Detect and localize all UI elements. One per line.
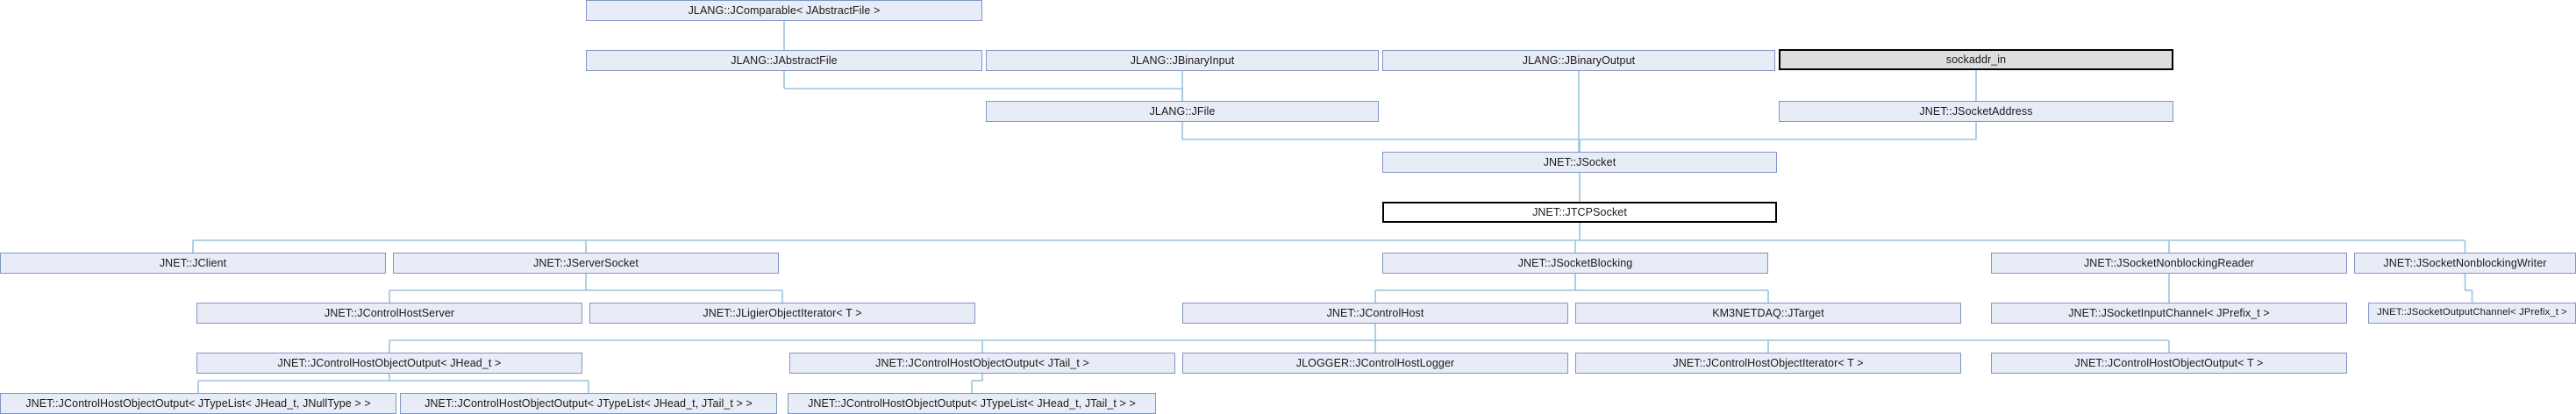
class-node-label: JNET::JServerSocket (533, 256, 639, 269)
class-node-label: JLANG::JBinaryInput (1130, 54, 1235, 67)
class-node[interactable]: JNET::JSocket (1382, 152, 1777, 173)
class-node[interactable]: JLANG::JBinaryOutput (1382, 50, 1775, 71)
class-node[interactable]: JNET::JControlHostObjectOutput< T > (1991, 353, 2347, 374)
class-node-label: JNET::JClient (159, 256, 227, 269)
class-node[interactable]: JNET::JSocketNonblockingReader (1991, 253, 2347, 274)
class-node[interactable]: JNET::JClient (0, 253, 386, 274)
class-node[interactable]: JNET::JLigierObjectIterator< T > (589, 303, 975, 324)
class-node-label: JNET::JControlHost (1326, 306, 1424, 319)
class-node-label: KM3NETDAQ::JTarget (1712, 306, 1824, 319)
class-node-label: JNET::JSocketAddress (1919, 104, 2033, 118)
class-node[interactable]: JLOGGER::JControlHostLogger (1182, 353, 1568, 374)
class-node-label: JLANG::JComparable< JAbstractFile > (688, 4, 881, 17)
class-node-label: JNET::JSocketInputChannel< JPrefix_t > (2068, 306, 2270, 319)
class-node[interactable]: JNET::JControlHostObjectOutput< JTail_t … (789, 353, 1175, 374)
class-node-label: JNET::JControlHostObjectIterator< T > (1673, 356, 1864, 369)
class-node[interactable]: JNET::JControlHost (1182, 303, 1568, 324)
class-node[interactable]: sockaddr_in (1779, 49, 2173, 70)
class-node-label: JLANG::JFile (1149, 104, 1216, 118)
class-node[interactable]: JNET::JControlHostObjectIterator< T > (1575, 353, 1961, 374)
class-node-label: JNET::JSocketOutputChannel< JPrefix_t > (2377, 307, 2567, 318)
class-node[interactable]: JLANG::JBinaryInput (986, 50, 1379, 71)
class-node-label: JNET::JControlHostObjectOutput< JTypeLis… (25, 396, 371, 410)
class-node[interactable]: JNET::JControlHostObjectOutput< JHead_t … (196, 353, 582, 374)
class-node[interactable]: JNET::JControlHostObjectOutput< JTypeLis… (0, 393, 396, 414)
class-node[interactable]: KM3NETDAQ::JTarget (1575, 303, 1961, 324)
class-node[interactable]: JLANG::JComparable< JAbstractFile > (586, 0, 982, 21)
class-node[interactable]: JNET::JControlHostObjectOutput< JTypeLis… (788, 393, 1156, 414)
class-node[interactable]: JNET::JTCPSocket (1382, 202, 1777, 223)
class-node-label: JNET::JControlHostObjectOutput< JHead_t … (277, 356, 502, 369)
class-node-label: JNET::JControlHostObjectOutput< JTail_t … (875, 356, 1089, 369)
class-node-label: sockaddr_in (1945, 53, 2007, 66)
class-node[interactable]: JLANG::JFile (986, 101, 1379, 122)
class-node-label: JNET::JTCPSocket (1532, 205, 1627, 218)
class-node-label: JNET::JSocket (1543, 155, 1616, 168)
class-node[interactable]: JNET::JControlHostObjectOutput< JTypeLis… (400, 393, 777, 414)
class-node-label: JNET::JControlHostServer (324, 306, 455, 319)
class-node[interactable]: JNET::JSocketInputChannel< JPrefix_t > (1991, 303, 2347, 324)
class-node-label: JLOGGER::JControlHostLogger (1295, 356, 1455, 369)
class-node-label: JLANG::JBinaryOutput (1522, 54, 1636, 67)
class-node-label: JNET::JSocketNonblockingWriter (2383, 256, 2547, 269)
class-node-label: JNET::JControlHostObjectOutput< JTypeLis… (425, 396, 753, 410)
class-node-label: JNET::JLigierObjectIterator< T > (703, 306, 862, 319)
class-node[interactable]: JNET::JSocketAddress (1779, 101, 2173, 122)
class-node[interactable]: JNET::JSocketNonblockingWriter (2354, 253, 2576, 274)
class-node[interactable]: JNET::JServerSocket (393, 253, 779, 274)
class-node-label: JLANG::JAbstractFile (731, 54, 838, 67)
class-node-label: JNET::JControlHostObjectOutput< JTypeLis… (808, 396, 1136, 410)
class-node-label: JNET::JControlHostObjectOutput< T > (2074, 356, 2264, 369)
class-node-label: JNET::JSocketBlocking (1517, 256, 1633, 269)
class-node[interactable]: JNET::JSocketBlocking (1382, 253, 1768, 274)
class-node[interactable]: JNET::JControlHostServer (196, 303, 582, 324)
class-node[interactable]: JLANG::JAbstractFile (586, 50, 982, 71)
class-node-label: JNET::JSocketNonblockingReader (2083, 256, 2255, 269)
class-node[interactable]: JNET::JSocketOutputChannel< JPrefix_t > (2368, 303, 2576, 324)
